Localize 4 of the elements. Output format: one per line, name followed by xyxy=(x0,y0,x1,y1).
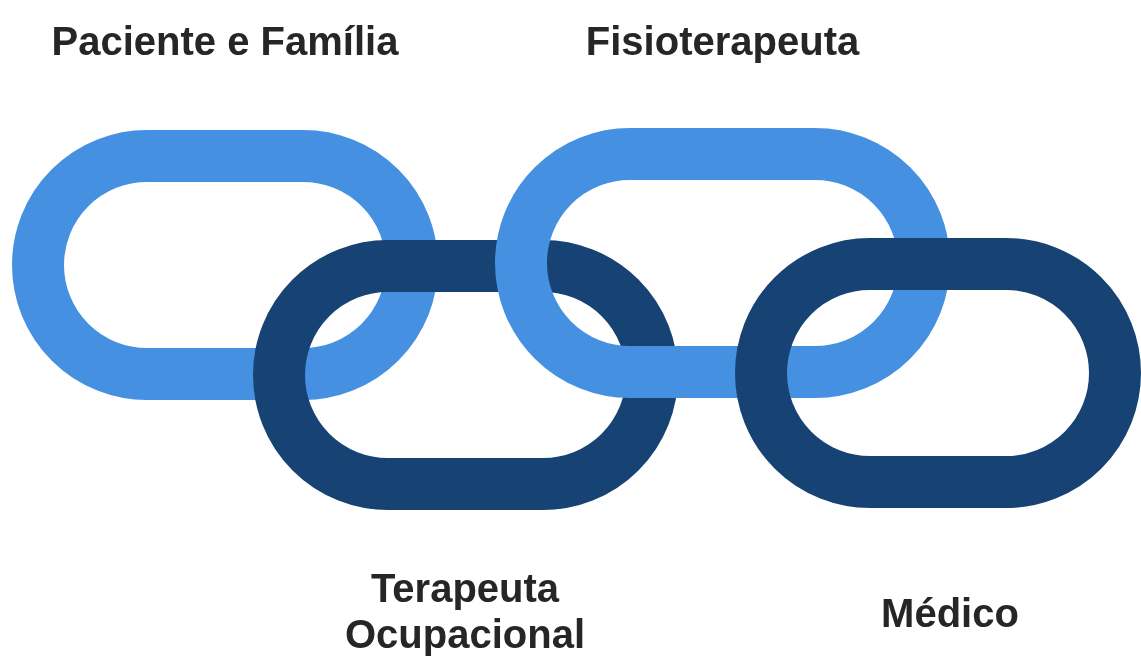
link-label: Fisioterapeuta xyxy=(584,18,861,64)
link-label: Paciente e Família xyxy=(50,18,400,64)
link-label: Médico xyxy=(880,590,1020,636)
link-label: Terapeuta Ocupacional xyxy=(343,565,587,656)
